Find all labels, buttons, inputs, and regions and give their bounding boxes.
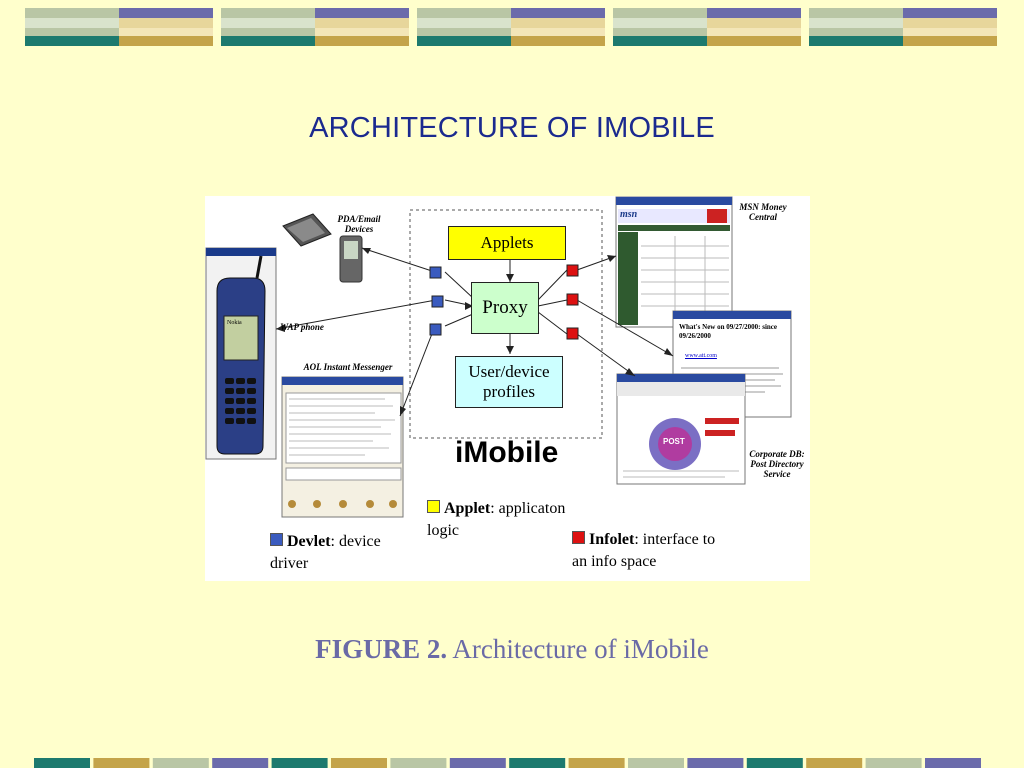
- wap-phone-screenshot: [205, 247, 277, 460]
- applets-box: Applets: [448, 226, 566, 260]
- bottom-band-segment: [152, 758, 209, 768]
- profiles-box: User/device profiles: [455, 356, 563, 408]
- bottom-band-segment: [687, 758, 744, 768]
- figure-caption: FIGURE 2. Architecture of iMobile: [0, 634, 1024, 665]
- bottom-band-segment: [271, 758, 328, 768]
- connector-arrowheads: [276, 248, 673, 416]
- msn-banner: msn: [620, 209, 638, 220]
- top-band-segment: [613, 8, 801, 46]
- bottom-band-segment: [390, 758, 447, 768]
- infolet-square-3: [566, 327, 579, 340]
- aol-label: AOL Instant Messenger: [303, 362, 393, 372]
- bottom-band-segment: [34, 758, 90, 768]
- devlet-term: Devlet: [287, 533, 331, 550]
- infolet-square-1: [566, 264, 579, 277]
- architecture-figure: POST: [205, 196, 810, 581]
- bottom-band-segment: [628, 758, 684, 768]
- legend-applet: Applet: applicaton logic: [427, 498, 587, 542]
- applet-swatch: [427, 500, 440, 513]
- infolet-square-2: [566, 293, 579, 306]
- wap-phone-label: WAP phone: [280, 322, 324, 332]
- top-band-segment: [417, 8, 605, 46]
- applet-term: Applet: [444, 500, 491, 517]
- pda-label: PDA/Email Devices: [337, 214, 381, 234]
- imobile-boundary: [409, 209, 603, 439]
- applet-desc: : applicaton logic: [427, 500, 566, 539]
- bottom-band-segment: [806, 758, 863, 768]
- bottom-band-segment: [925, 758, 981, 768]
- infolet-term: Infolet: [589, 531, 635, 548]
- devlet-square-1: [429, 266, 442, 279]
- aol-messenger-window: [281, 376, 404, 518]
- whats-new-link: www.att.com: [685, 353, 717, 359]
- legend-infolet: Infolet: interface to an info space: [572, 529, 722, 573]
- bottom-band-segment: [568, 758, 625, 768]
- bottom-band-segment: [449, 758, 506, 768]
- corporate-db-window: POST: [616, 373, 746, 485]
- bottom-band-segment: [746, 758, 803, 768]
- whats-new-heading: What's New on 09/27/2000: since 09/26/20…: [679, 323, 777, 340]
- caption-text: Architecture of iMobile: [447, 634, 709, 664]
- diagram-canvas: POST: [205, 196, 792, 518]
- bottom-band-segment: [331, 758, 387, 768]
- devlet-swatch: [270, 533, 283, 546]
- infolet-swatch: [572, 531, 585, 544]
- bottom-band-segment: [212, 758, 269, 768]
- caption-prefix: FIGURE 2.: [315, 634, 448, 664]
- msn-money-window: [615, 196, 733, 328]
- devlet-square-2: [431, 295, 444, 308]
- devlet-square-3: [429, 323, 442, 336]
- connector-lines: [275, 247, 674, 417]
- devlet-desc: : device driver: [270, 533, 381, 572]
- top-band-segment: [25, 8, 213, 46]
- top-band-segment: [809, 8, 997, 46]
- top-decorative-band: [25, 8, 997, 46]
- slide-title: ARCHITECTURE OF IMOBILE: [309, 112, 715, 144]
- imobile-brand-label: iMobile: [455, 436, 559, 469]
- infolet-desc: : interface to an info space: [572, 531, 716, 570]
- bottom-band-segment: [865, 758, 922, 768]
- phone-screen-text: Nokia: [227, 320, 242, 326]
- svg-text:POST: POST: [663, 437, 685, 446]
- msn-label: MSN Money Central: [739, 202, 787, 222]
- top-band-segment: [221, 8, 409, 46]
- legend-devlet: Devlet: device driver: [270, 531, 400, 575]
- bottom-band-segment: [509, 758, 566, 768]
- bottom-band-segment: [93, 758, 150, 768]
- pda-device-icon: [282, 213, 363, 283]
- bottom-decorative-band: [34, 758, 981, 768]
- corporate-db-label: Corporate DB: Post Directory Service: [749, 449, 805, 479]
- proxy-box: Proxy: [471, 282, 539, 334]
